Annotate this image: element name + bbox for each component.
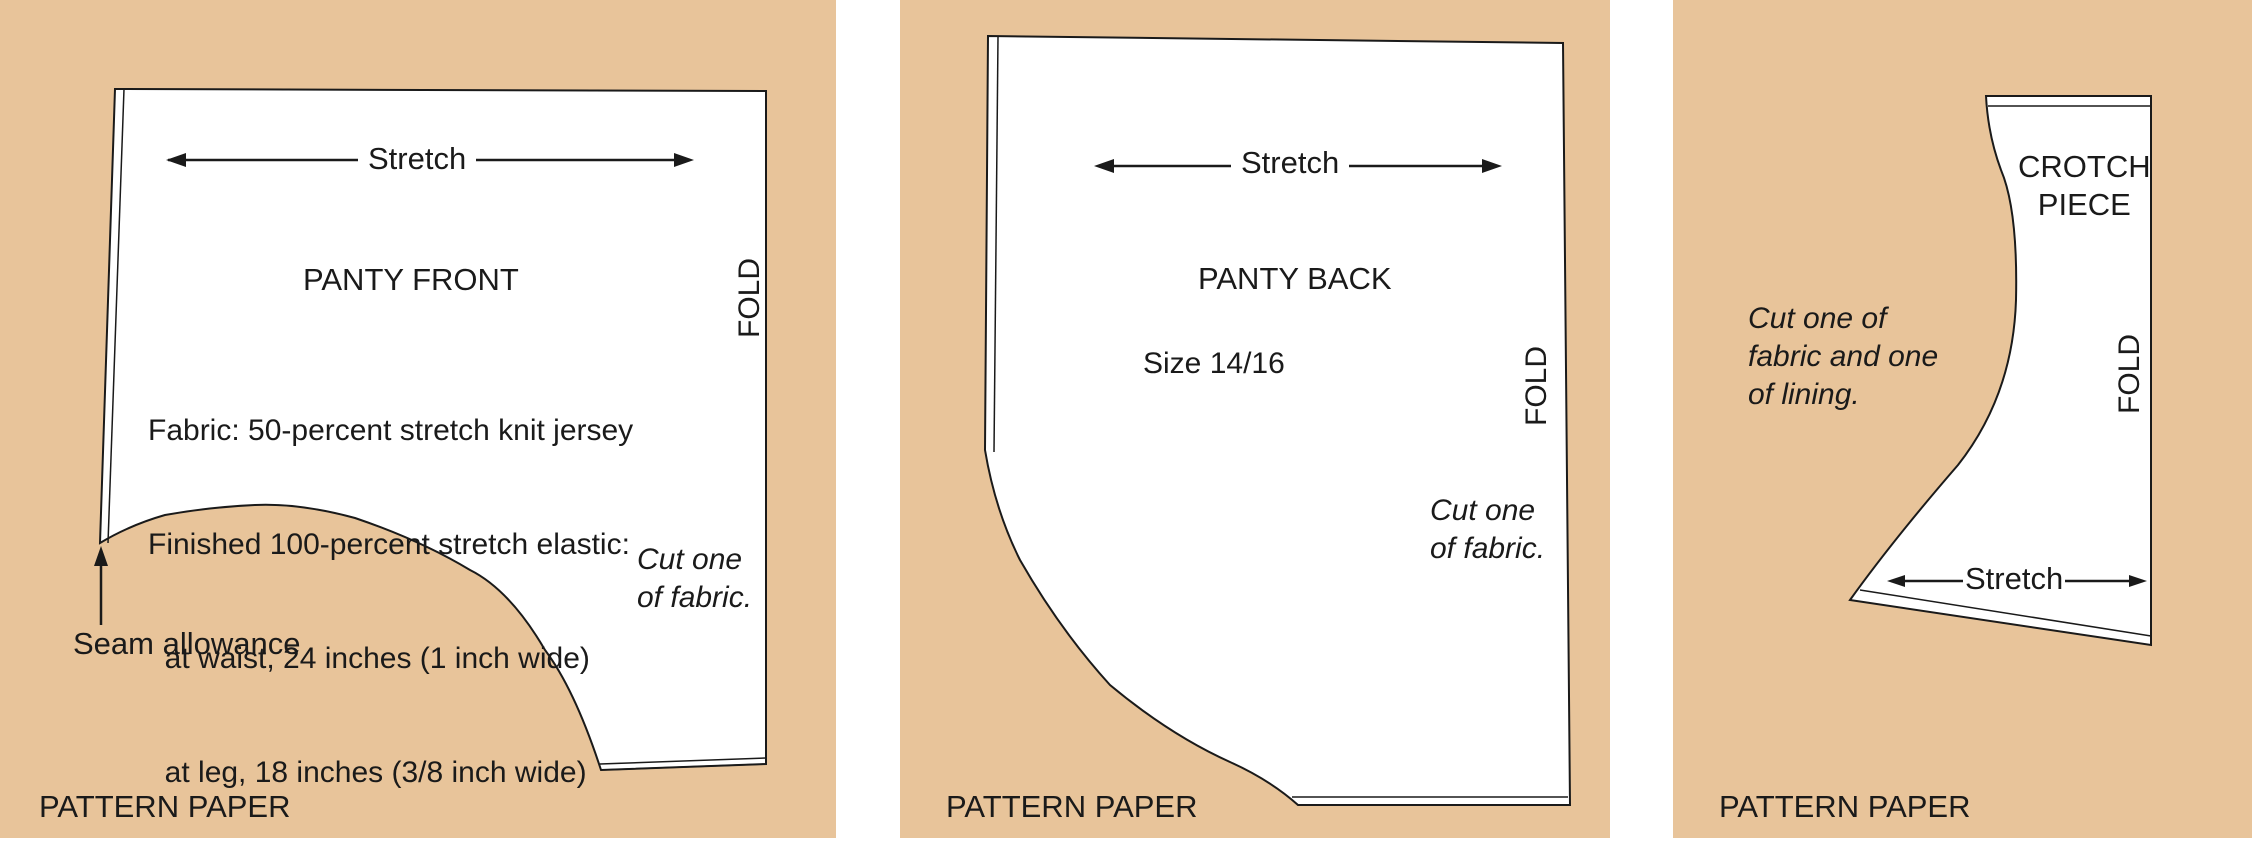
cut-note: Cut one of fabric and one of lining.	[1748, 302, 1939, 411]
panty-front-piece	[98, 87, 767, 772]
fabric-line: at leg, 18 inches (3/8 inch wide)	[148, 756, 587, 789]
title-line: CROTCH	[2018, 149, 2151, 184]
stretch-label: Stretch	[358, 143, 477, 174]
hem-allowance-line	[600, 763, 767, 771]
pattern-paper-label: PATTERN PAPER	[946, 789, 1198, 824]
fold-label: FOLD	[733, 257, 766, 338]
piece-title: CROTCH PIECE	[2018, 148, 2151, 224]
seam-allowance-label: Seam allowance	[73, 626, 301, 661]
panty-back-piece	[983, 34, 1572, 806]
fold-label: FOLD	[1520, 345, 1553, 426]
panel-panty-back: Stretch PANTY BACK Size 14/16 Cut one of…	[900, 0, 1610, 838]
stretch-label: Stretch	[1231, 147, 1350, 178]
cut-note: Cut one of fabric.	[637, 543, 753, 614]
bottom-allowance-line	[1859, 589, 2152, 637]
panel-crotch-piece: CROTCH PIECE Cut one of fabric and one o…	[1673, 0, 2252, 838]
pattern-paper-label: PATTERN PAPER	[39, 789, 291, 824]
fabric-line: Fabric: 50-percent stretch knit jersey	[148, 414, 634, 447]
seam-allowance-arrow	[94, 546, 108, 625]
seam-allowance-line	[107, 88, 125, 544]
seam-allowance-line	[993, 36, 999, 453]
panty-front-diagram	[94, 87, 767, 772]
stretch-label: Stretch	[1963, 561, 2066, 596]
fold-label: FOLD	[2113, 333, 2146, 414]
pattern-paper-label: PATTERN PAPER	[1719, 789, 1971, 824]
size-label: Size 14/16	[1143, 347, 1285, 380]
piece-title: PANTY BACK	[1198, 261, 1392, 296]
fabric-line: at waist, 24 inches (1 inch wide)	[148, 642, 590, 675]
fabric-line: Finished 100-percent stretch elastic:	[148, 528, 630, 561]
panty-back-diagram	[983, 34, 1572, 806]
piece-title: PANTY FRONT	[303, 262, 519, 297]
crotch-piece	[1848, 95, 2152, 647]
panel-panty-front: Stretch PANTY FRONT Fabric: 50-percent s…	[0, 0, 836, 838]
title-line: PIECE	[2037, 187, 2131, 222]
cut-note: Cut one of fabric.	[1430, 494, 1546, 565]
hem-allowance-inner-line	[599, 757, 767, 765]
fabric-instructions: Fabric: 50-percent stretch knit jersey F…	[148, 336, 633, 868]
crotch-piece-diagram	[1848, 95, 2152, 647]
